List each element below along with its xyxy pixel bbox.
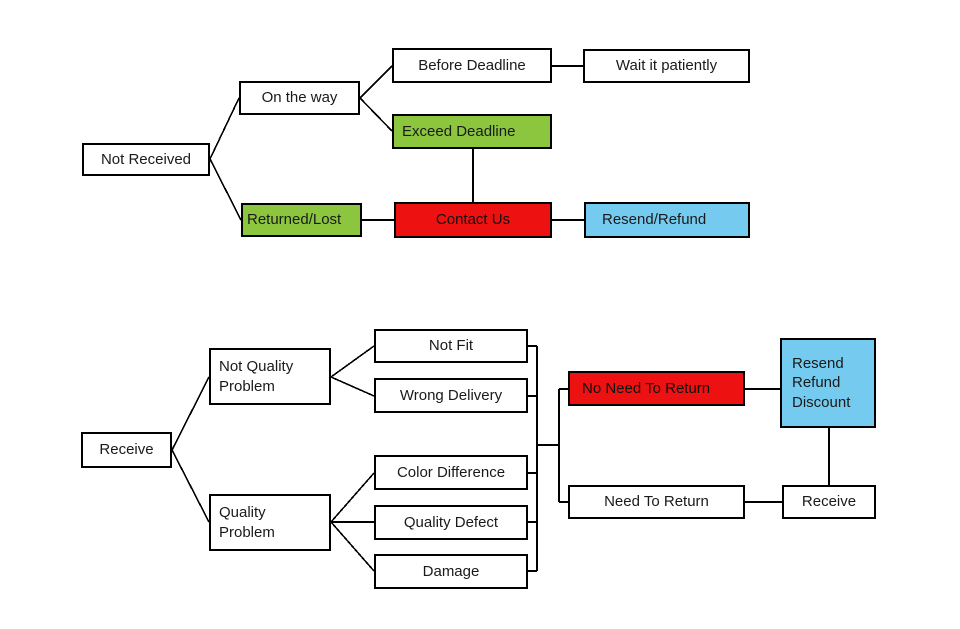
node-label: Resend/Refund: [602, 211, 707, 229]
node-before-deadline[interactable]: Before Deadline: [392, 48, 552, 83]
node-label: Quality Defect: [403, 513, 499, 531]
node-label: Not Quality Problem: [219, 358, 294, 395]
node-color-difference[interactable]: Color Difference: [374, 455, 528, 490]
edge-not-quality-wrong-delivery: [330, 376, 375, 397]
node-label: Quality Problem: [219, 504, 275, 541]
node-label: Returned/Lost: [247, 211, 342, 229]
node-resend-refund[interactable]: Resend/Refund: [584, 202, 750, 238]
node-not-received[interactable]: Not Received: [82, 143, 210, 176]
node-no-need-to-return[interactable]: No Need To Return: [568, 371, 745, 406]
node-resend-refund-discount[interactable]: Resend Refund Discount: [780, 338, 876, 428]
node-label: On the way: [261, 89, 338, 107]
node-label: Receive: [801, 493, 857, 511]
edge-quality-damage: [330, 521, 375, 572]
edge-not-quality-not-fit: [330, 345, 375, 378]
node-label: Receive: [99, 441, 154, 459]
edge-not-received-on-the-way: [209, 97, 240, 160]
node-label: Exceed Deadline: [402, 122, 516, 140]
node-quality-problem[interactable]: Quality Problem: [209, 494, 331, 551]
node-not-fit[interactable]: Not Fit: [374, 329, 528, 363]
node-label: Contact Us: [435, 211, 511, 229]
node-label: Before Deadline: [418, 56, 526, 74]
edge-quality-color-difference: [330, 472, 375, 523]
node-wait-it-patiently[interactable]: Wait it patiently: [583, 49, 750, 83]
edge-not-received-returned-lost: [209, 158, 242, 221]
edge-on-the-way-before-deadline: [359, 65, 393, 99]
node-quality-defect[interactable]: Quality Defect: [374, 505, 528, 540]
node-need-to-return[interactable]: Need To Return: [568, 485, 745, 519]
node-returned-lost[interactable]: Returned/Lost: [241, 203, 362, 237]
node-exceed-deadline[interactable]: Exceed Deadline: [392, 114, 552, 149]
node-receive[interactable]: Receive: [81, 432, 172, 468]
node-label: Need To Return: [604, 493, 709, 511]
node-label: Color Difference: [396, 463, 506, 481]
node-label: Damage: [422, 562, 480, 580]
node-wrong-delivery[interactable]: Wrong Delivery: [374, 378, 528, 413]
node-label: Resend Refund Discount: [792, 355, 851, 411]
node-not-quality-problem[interactable]: Not Quality Problem: [209, 348, 331, 405]
edge-on-the-way-exceed-deadline: [359, 97, 393, 132]
edge-receive-not-quality: [171, 376, 210, 451]
node-label: No Need To Return: [582, 379, 711, 397]
node-label: Wrong Delivery: [399, 386, 503, 404]
node-label: Wait it patiently: [615, 57, 718, 75]
node-receive-final[interactable]: Receive: [782, 485, 876, 519]
node-contact-us[interactable]: Contact Us: [394, 202, 552, 238]
node-on-the-way[interactable]: On the way: [239, 81, 360, 115]
node-damage[interactable]: Damage: [374, 554, 528, 589]
node-label: Not Received: [100, 150, 192, 168]
node-label: Not Fit: [428, 337, 474, 355]
edge-receive-quality: [171, 449, 210, 523]
